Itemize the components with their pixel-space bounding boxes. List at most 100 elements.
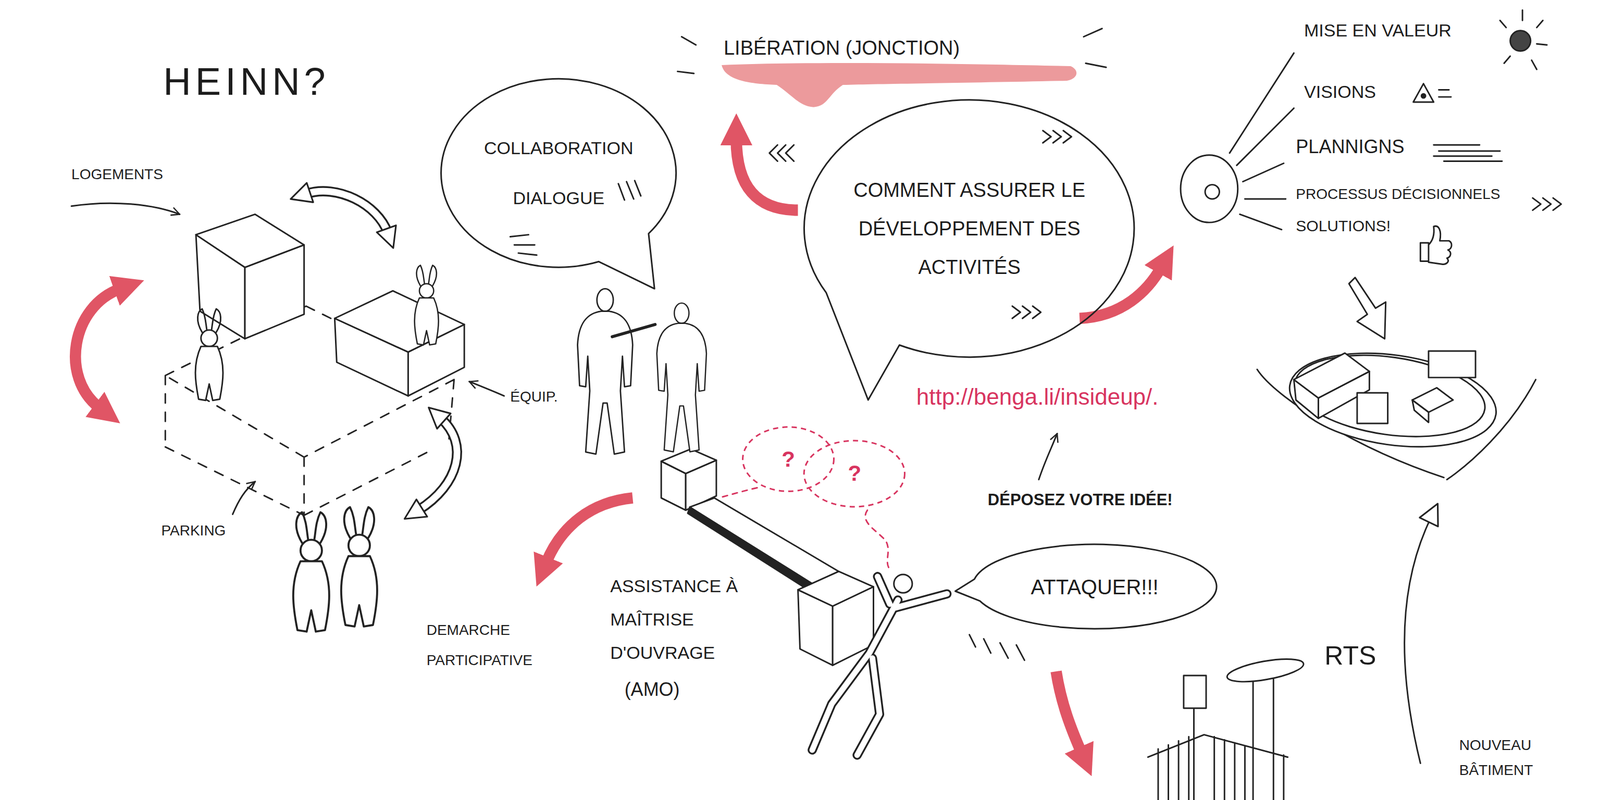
small-cube — [661, 449, 717, 474]
bottom-cube — [798, 571, 874, 607]
red-arrow — [75, 288, 121, 408]
climbing-figure — [812, 574, 948, 756]
cloud-outline — [804, 440, 905, 507]
list-item: VISIONS — [1304, 81, 1376, 103]
outline-arrow — [418, 418, 457, 511]
flow-arrow — [736, 139, 798, 211]
outline-arrow — [306, 191, 389, 233]
person-figure — [577, 288, 634, 454]
url-link: http://benga.li/insideup/. — [916, 383, 1159, 411]
housing-cube — [195, 214, 305, 339]
red-arrow — [1079, 267, 1162, 319]
leader-arrow — [71, 203, 180, 215]
outline-arrow — [418, 418, 457, 511]
planning-icon — [1433, 144, 1503, 161]
red-arrow — [1056, 671, 1082, 754]
speech-bubble: ATTAQUER!!! — [953, 540, 1220, 633]
sun-icon — [1510, 30, 1531, 52]
island — [1283, 341, 1503, 460]
chevrons — [1043, 130, 1072, 144]
node-text: COMMENT ASSURER LE DÉVELOPPEMENT DES ACT… — [848, 170, 1091, 287]
eye-icon — [1180, 155, 1238, 223]
list-item: SOLUTIONS! — [1295, 217, 1391, 235]
equipment-box — [334, 290, 465, 396]
island-buildings — [1428, 351, 1476, 378]
red-arrow — [546, 498, 633, 564]
chevrons — [1532, 197, 1562, 211]
part-label: PARKING — [160, 522, 226, 540]
person-figure — [293, 512, 330, 632]
island — [1289, 344, 1491, 449]
eye-icon — [1205, 184, 1220, 200]
person-figure — [656, 303, 707, 453]
list-item: PROCESSUS DÉCISIONNELS — [1295, 185, 1500, 203]
thumbs-up — [1420, 226, 1452, 265]
list-item: MISE EN VALEUR — [1304, 20, 1452, 41]
red-arrow — [75, 267, 1162, 754]
call-to-action: DÉPOSEZ VOTRE IDÉE! — [987, 490, 1173, 510]
speech-bubble-shape — [800, 96, 1138, 404]
rts-building — [1225, 654, 1306, 687]
place-label: RTS — [1324, 640, 1376, 672]
part-label: LOGEMENTS — [71, 166, 164, 183]
node-text: ? — [847, 460, 862, 487]
equipment-box — [334, 290, 465, 353]
chevrons — [1012, 306, 1041, 319]
person-figure — [341, 507, 378, 627]
chevrons — [769, 144, 795, 161]
node-text: ATTAQUER!!! — [1031, 574, 1159, 600]
vision-icon — [1413, 83, 1451, 103]
leader-arrow — [232, 481, 256, 515]
sun-icon — [1499, 10, 1547, 70]
part-label: ÉQUIP. — [510, 388, 558, 406]
island-buildings — [1293, 353, 1370, 399]
person-figure — [414, 265, 439, 345]
sketch-lines — [71, 10, 1561, 800]
question-cloud: ? — [739, 423, 837, 495]
climbing-figure — [812, 576, 948, 756]
cloud-outline — [742, 427, 835, 492]
island-buildings — [1293, 351, 1476, 424]
node-text: COLLABORATION DIALOGUE — [472, 122, 646, 223]
speech-bubble: COMMENT ASSURER LE DÉVELOPPEMENT DES ACT… — [800, 96, 1138, 404]
speech-bubble-shape — [438, 76, 679, 291]
concept-label: (AMO) — [624, 678, 680, 701]
node-text: LIBÉRATION (JONCTION) — [723, 35, 960, 60]
housing-cube — [195, 214, 305, 268]
node-text: ? — [781, 446, 796, 473]
leader-arrow — [1038, 433, 1058, 480]
question-cloud: ? — [800, 437, 909, 511]
concept-label: ASSISTANCE À MAÎTRISE D'OUVRAGE — [610, 569, 741, 670]
leader-arrow — [469, 381, 505, 396]
climbing-figure — [812, 576, 948, 756]
rts-building — [1147, 654, 1306, 800]
concept-label: DEMARCHE PARTICIPATIVE — [426, 615, 568, 676]
climbing-figure — [894, 574, 913, 593]
island-buildings — [1412, 400, 1429, 423]
bottom-cube — [798, 571, 874, 666]
leader-arrow — [1404, 518, 1431, 764]
band-fill — [721, 63, 1077, 108]
island-buildings — [1357, 392, 1388, 424]
plank — [689, 498, 839, 585]
outline-arrow — [306, 191, 389, 233]
speech-bubble: COLLABORATION DIALOGUE — [438, 76, 679, 291]
speech-marks — [969, 635, 1025, 661]
place-label: NOUVEAU BÂTIMENT — [1459, 733, 1556, 784]
bubble-outline — [955, 544, 1218, 629]
rts-building — [1183, 675, 1207, 709]
vision-icon — [1421, 93, 1426, 98]
bubble-outline — [441, 78, 677, 289]
outline-arrow — [1348, 277, 1386, 340]
highlight-band: LIBÉRATION (JONCTION) — [714, 28, 1082, 111]
person-figure — [195, 308, 223, 401]
exclamation: HEINN? — [163, 59, 330, 104]
bubble-outline — [804, 100, 1135, 401]
thought-trail — [865, 510, 890, 570]
tablet — [612, 324, 655, 338]
list-item: PLANNIGNS — [1295, 135, 1405, 158]
rts-building — [1147, 677, 1288, 800]
